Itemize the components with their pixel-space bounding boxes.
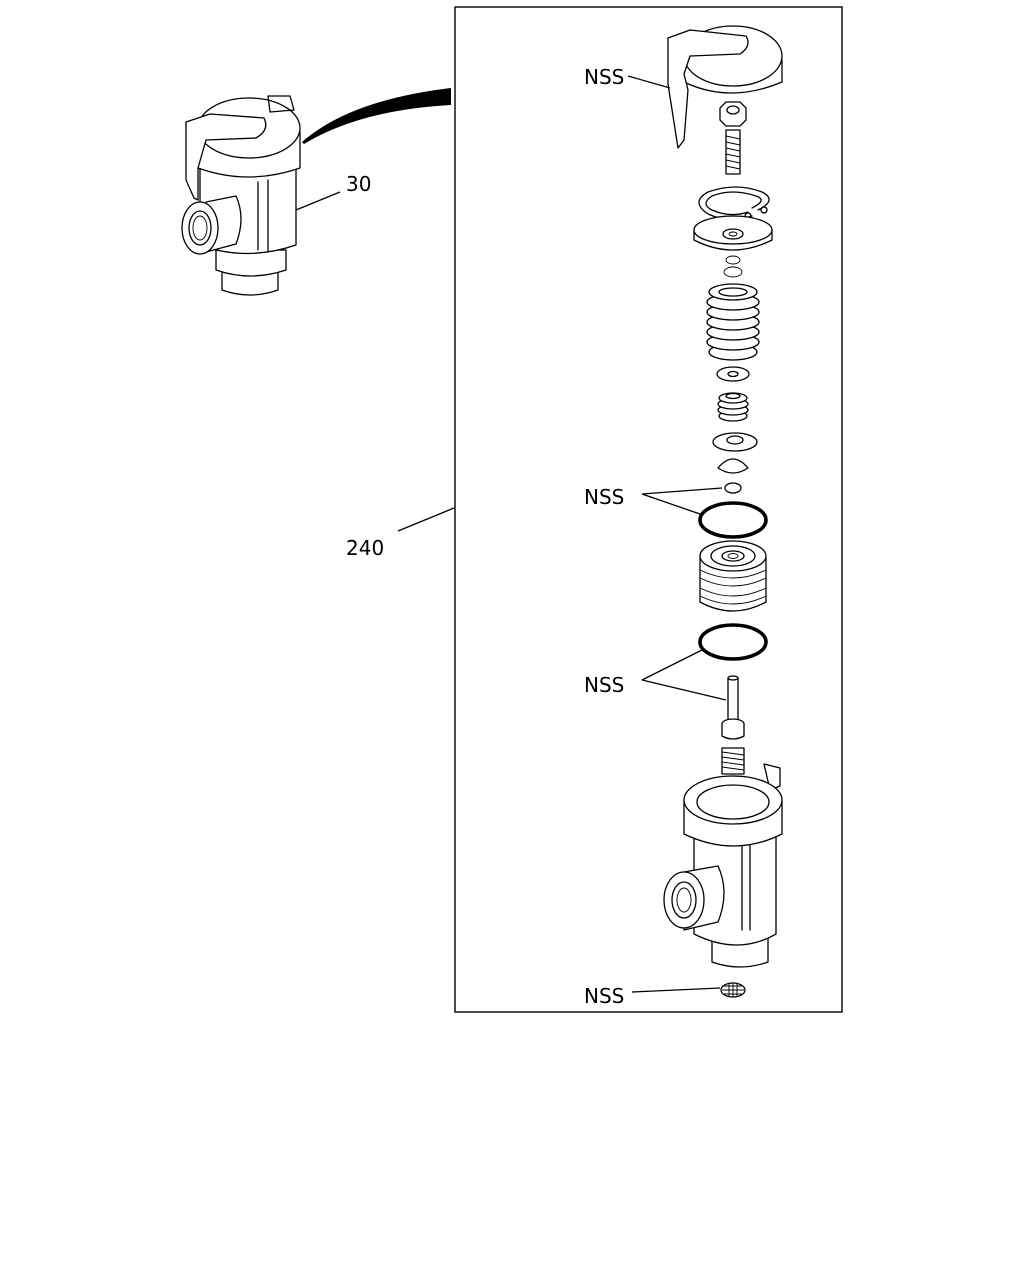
callout-nss-orings-upper-label: NSS: [584, 485, 624, 509]
callout-nss-orings-lower-leaders: [641, 649, 727, 701]
small-spring-part: [717, 392, 749, 422]
filter-screen-part: [720, 982, 746, 998]
callout-nss-bottom-label: NSS: [584, 984, 624, 1008]
assembled-valve-drawing: [181, 95, 301, 296]
adjusting-screw-part: [725, 129, 741, 175]
lower-o-ring-part: [698, 623, 768, 661]
main-spring-part: [706, 283, 760, 361]
small-o-ring-part: [724, 482, 742, 494]
cone-seat-part: [717, 458, 749, 474]
lower-spring-part: [721, 747, 745, 775]
connector-wedge: [302, 88, 451, 144]
snap-ring-part: [698, 186, 770, 221]
callout-nss-orings-lower-label: NSS: [584, 673, 624, 697]
washer-part: [716, 366, 750, 382]
valve-body-part: [663, 763, 783, 968]
valve-disc-part: [712, 432, 758, 452]
upper-o-ring-part: [698, 501, 768, 539]
callout-nss-bottom-leader: [631, 987, 721, 993]
callout-30-label: 30: [346, 172, 371, 196]
piston-part: [699, 540, 767, 612]
callout-240-leader: [397, 507, 455, 532]
callout-240-label: 240: [346, 536, 384, 560]
callout-nss-top-label: NSS: [584, 65, 624, 89]
callout-nss-orings-upper-leaders: [641, 487, 723, 515]
spring-seat-part: [693, 215, 773, 278]
callout-30-leader: [295, 191, 341, 211]
nut-part: [719, 101, 747, 127]
callout-nss-top-leader: [627, 75, 671, 89]
valve-stem-part: [721, 675, 745, 740]
kit-frame: [454, 6, 843, 1013]
lever-cap-part: [667, 25, 783, 149]
